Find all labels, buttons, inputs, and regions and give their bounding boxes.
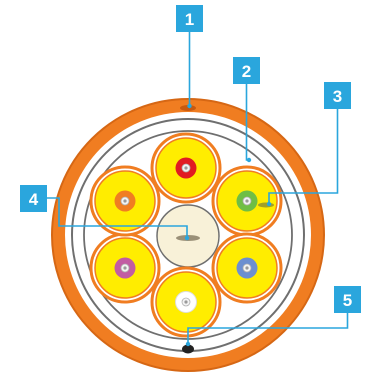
- fiber-core: [123, 199, 127, 203]
- ripcord: [182, 344, 194, 354]
- callout-4-leader: [47, 197, 188, 236]
- fiber-core: [123, 266, 127, 270]
- fiber-core: [184, 166, 188, 170]
- callout-3-box: [324, 82, 351, 109]
- fiber-core: [245, 266, 249, 270]
- buffer-tube-top: [150, 132, 222, 204]
- callout-5-label: 5: [343, 291, 352, 310]
- buffer-tube-upper-left: [89, 165, 161, 237]
- buffer-tube-lower-right: [211, 232, 283, 304]
- callout-4-dot: [184, 235, 190, 241]
- callout-1-dot: [187, 103, 192, 109]
- callout-5-leader: [187, 313, 349, 342]
- callout-1-box: [176, 5, 203, 32]
- jacket-marker-top: [180, 105, 196, 111]
- callout-4-box: [20, 185, 47, 212]
- callout-2-label: 2: [242, 62, 251, 81]
- callout-4-label: 4: [29, 190, 39, 209]
- fiber-core: [184, 300, 188, 304]
- fiber-core: [245, 199, 249, 203]
- callout-5-box: [334, 286, 361, 313]
- fiber-shadow-upper-right: [258, 202, 274, 208]
- callout-2-dot: [246, 157, 252, 163]
- callout-5-dot: [185, 341, 191, 347]
- buffer-tube-upper-right: [211, 165, 283, 237]
- callouts: 1 2 3 4 5: [20, 5, 361, 347]
- callout-1-label: 1: [185, 10, 194, 29]
- buffer-tubes: [89, 132, 283, 338]
- callout-3-leader: [268, 109, 339, 202]
- buffer-tube-bottom: [150, 266, 222, 338]
- callout-3-label: 3: [333, 87, 342, 106]
- callout-3-dot: [266, 201, 272, 207]
- callout-2-box: [233, 57, 260, 84]
- buffer-tube-lower-left: [89, 232, 161, 304]
